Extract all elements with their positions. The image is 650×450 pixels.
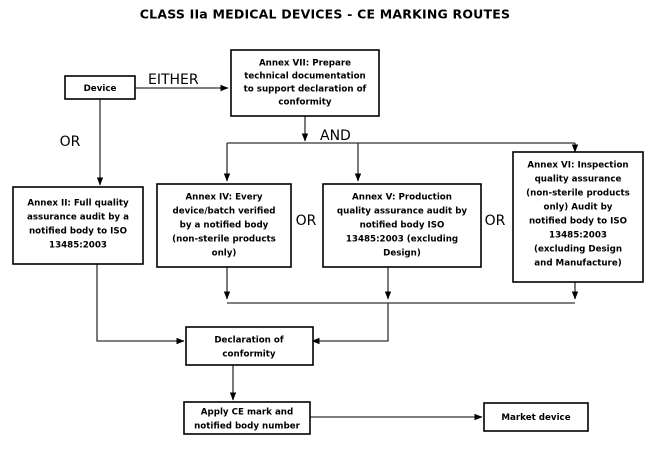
edge-label-or-mid: OR [296, 213, 317, 229]
node-annex7-line3: to support declaration of [244, 85, 367, 95]
node-annex7-line4: conformity [278, 98, 332, 108]
node-annex6-line2: quality assurance [535, 175, 622, 185]
node-annex5-line3: notified body ISO [360, 221, 445, 231]
edge-annex2-to-declaration [96, 264, 185, 345]
node-declaration-line1: Declaration of [214, 336, 284, 346]
node-annex2-line1: Annex II: Full quality [27, 199, 129, 209]
node-annex6-line3: (non-sterile products [526, 189, 630, 199]
node-annex7[interactable]: Annex VII: Prepare technical documentati… [230, 49, 380, 117]
node-market-device-box [483, 402, 589, 432]
edge-collector-to-declaration [311, 303, 389, 345]
node-annex2-line3: notified body to ISO [29, 227, 127, 237]
edge-label-or-right: OR [485, 213, 506, 229]
node-annex6-line5: notified body to ISO [529, 217, 627, 227]
node-annex5-line5: Design) [383, 249, 421, 259]
node-annex5-line4: 13485:2003 (excluding [346, 235, 458, 245]
node-apply-ce-box [183, 401, 311, 435]
node-annex5-line2: quality assurance audit by [337, 207, 467, 217]
node-device-label: Device [84, 84, 117, 94]
node-declaration-box [185, 326, 314, 366]
node-annex6-box [512, 151, 644, 283]
node-annex2-line2: assurance audit by a [27, 213, 129, 223]
node-annex4[interactable]: Annex IV: Every device/batch verified by… [156, 183, 292, 268]
node-apply-ce-line2: notified body number [194, 422, 300, 432]
node-annex4-line2: device/batch verified [173, 207, 276, 217]
node-annex4-line3: by a notified body [180, 221, 269, 231]
node-annex6-line8: and Manufacture) [534, 259, 621, 269]
node-annex4-box [156, 183, 292, 268]
node-annex2-box [12, 186, 144, 265]
node-market-device-label: Market device [501, 413, 570, 423]
edge-label-either: EITHER [148, 72, 199, 88]
node-device-box [64, 75, 136, 100]
node-annex5[interactable]: Annex V: Production quality assurance au… [322, 183, 482, 268]
edge-label-or-left: OR [60, 134, 81, 150]
node-annex4-line4: (non-sterile products [172, 235, 276, 245]
node-apply-ce-line1: Apply CE mark and [201, 408, 293, 418]
node-annex7-line2: technical documentation [244, 72, 366, 82]
page-title: CLASS IIa MEDICAL DEVICES - CE MARKING R… [140, 7, 510, 22]
node-annex6-line7: (excluding Design [534, 245, 622, 255]
node-annex6-line1: Annex VI: Inspection [527, 161, 628, 171]
node-annex4-line1: Annex IV: Every [185, 193, 262, 203]
node-annex7-box [230, 49, 380, 117]
node-annex6-line6: 13485:2003 [549, 231, 607, 241]
node-declaration[interactable]: Declaration of conformity [185, 326, 314, 366]
node-annex6[interactable]: Annex VI: Inspection quality assurance (… [512, 151, 644, 283]
node-annex2[interactable]: Annex II: Full quality assurance audit b… [12, 186, 144, 265]
node-annex7-line1: Annex VII: Prepare [259, 59, 351, 69]
node-declaration-line2: conformity [222, 350, 276, 360]
node-market-device[interactable]: Market device [483, 402, 589, 432]
node-device[interactable]: Device [64, 75, 136, 100]
node-annex5-line1: Annex V: Production [352, 193, 452, 203]
node-annex4-line5: only) [212, 249, 237, 259]
node-annex6-line4: only) Audit by [544, 203, 613, 213]
node-annex5-box [322, 183, 482, 268]
node-annex2-line4: 13485:2003 [49, 241, 107, 251]
node-apply-ce[interactable]: Apply CE mark and notified body number [183, 401, 311, 435]
edge-label-and: AND [320, 128, 351, 144]
